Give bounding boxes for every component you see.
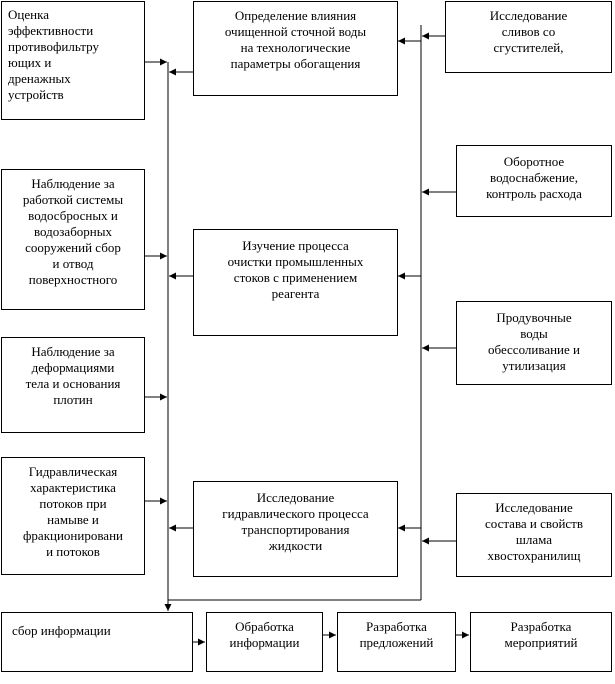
box-blowdown-water: Продувочные воды обессоливание и утилиза…: [456, 301, 612, 385]
box-spillway-monitoring: Наблюдение за работкой системы водосброс…: [1, 169, 145, 310]
box-tailings-study: Исследование состава и свойств шлама хво…: [456, 493, 612, 577]
box-information-processing: Обработка информации: [206, 612, 323, 672]
box-thickener-overflow: Исследование сливов со сгустителей,: [445, 1, 612, 73]
box-dam-deformation: Наблюдение за деформациями тела и основа…: [1, 337, 145, 433]
box-filter-efficiency: Оценка эффективности противофильтру ющих…: [1, 1, 145, 120]
box-information-collection: сбор информации: [1, 612, 193, 672]
box-wastewater-treatment: Изучение процесса очистки промышленных с…: [193, 229, 398, 336]
box-hydraulic-characteristics: Гидравлическая характеристика потоков пр…: [1, 457, 145, 575]
box-proposal-development: Разработка предложений: [337, 612, 456, 672]
box-wastewater-influence: Определение влияния очищенной сточной во…: [193, 1, 398, 96]
box-hydraulic-transport: Исследование гидравлического процесса тр…: [193, 481, 398, 577]
box-measures-development: Разработка мероприятий: [470, 612, 612, 672]
box-water-recycling: Оборотное водоснабжение, контроль расход…: [456, 145, 612, 217]
